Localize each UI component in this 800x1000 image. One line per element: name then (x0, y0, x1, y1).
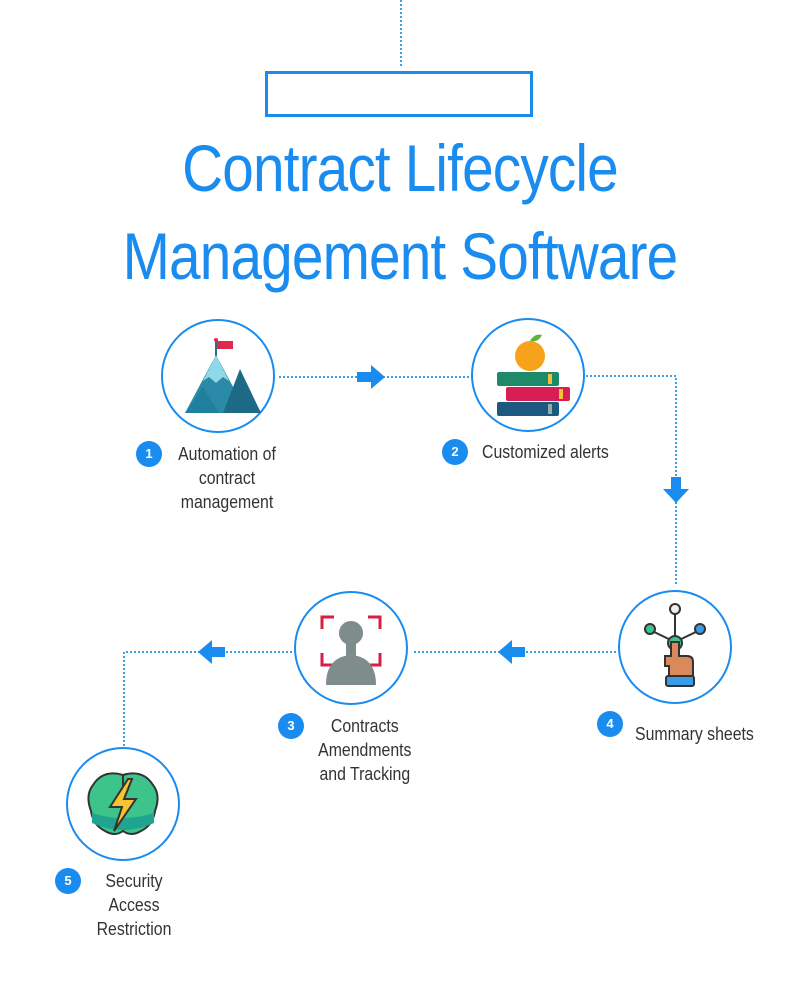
step-2-badge: 2 (442, 439, 468, 465)
step-2-label: Customized alerts (482, 442, 609, 462)
arrow-right-icon (357, 365, 385, 389)
step-3-badge: 3 (278, 713, 304, 739)
step-1-label: Automation of contract management (178, 444, 276, 512)
step-3-circle (294, 591, 408, 705)
page-title-line-1: Contract Lifecycle (182, 131, 619, 205)
mountain-flag-icon (185, 338, 261, 413)
step-2-circle (471, 318, 585, 432)
step-1-circle (161, 319, 275, 433)
hand-network-icon (644, 603, 706, 687)
step-4-label: Summary sheets (635, 724, 754, 744)
arrow-down-icon (663, 477, 689, 503)
arrow-icons (198, 365, 689, 664)
step-4-circle (618, 590, 732, 704)
title-frame (265, 71, 533, 117)
step-5-badge: 5 (55, 868, 81, 894)
books-apple-icon (497, 334, 570, 416)
step-1-badge: 1 (136, 441, 162, 467)
arrow-left-icon (198, 640, 225, 664)
person-scan-icon (320, 615, 382, 685)
step-4-badge: 4 (597, 711, 623, 737)
step-5-label: Security Access Restriction (96, 871, 172, 939)
step-5-circle (66, 747, 180, 861)
step-3-label: Contracts Amendments and Tracking (318, 716, 412, 784)
brain-lightning-icon (87, 772, 159, 835)
arrow-left-icon (498, 640, 525, 664)
page-title-line-2: Management Software (122, 219, 679, 293)
